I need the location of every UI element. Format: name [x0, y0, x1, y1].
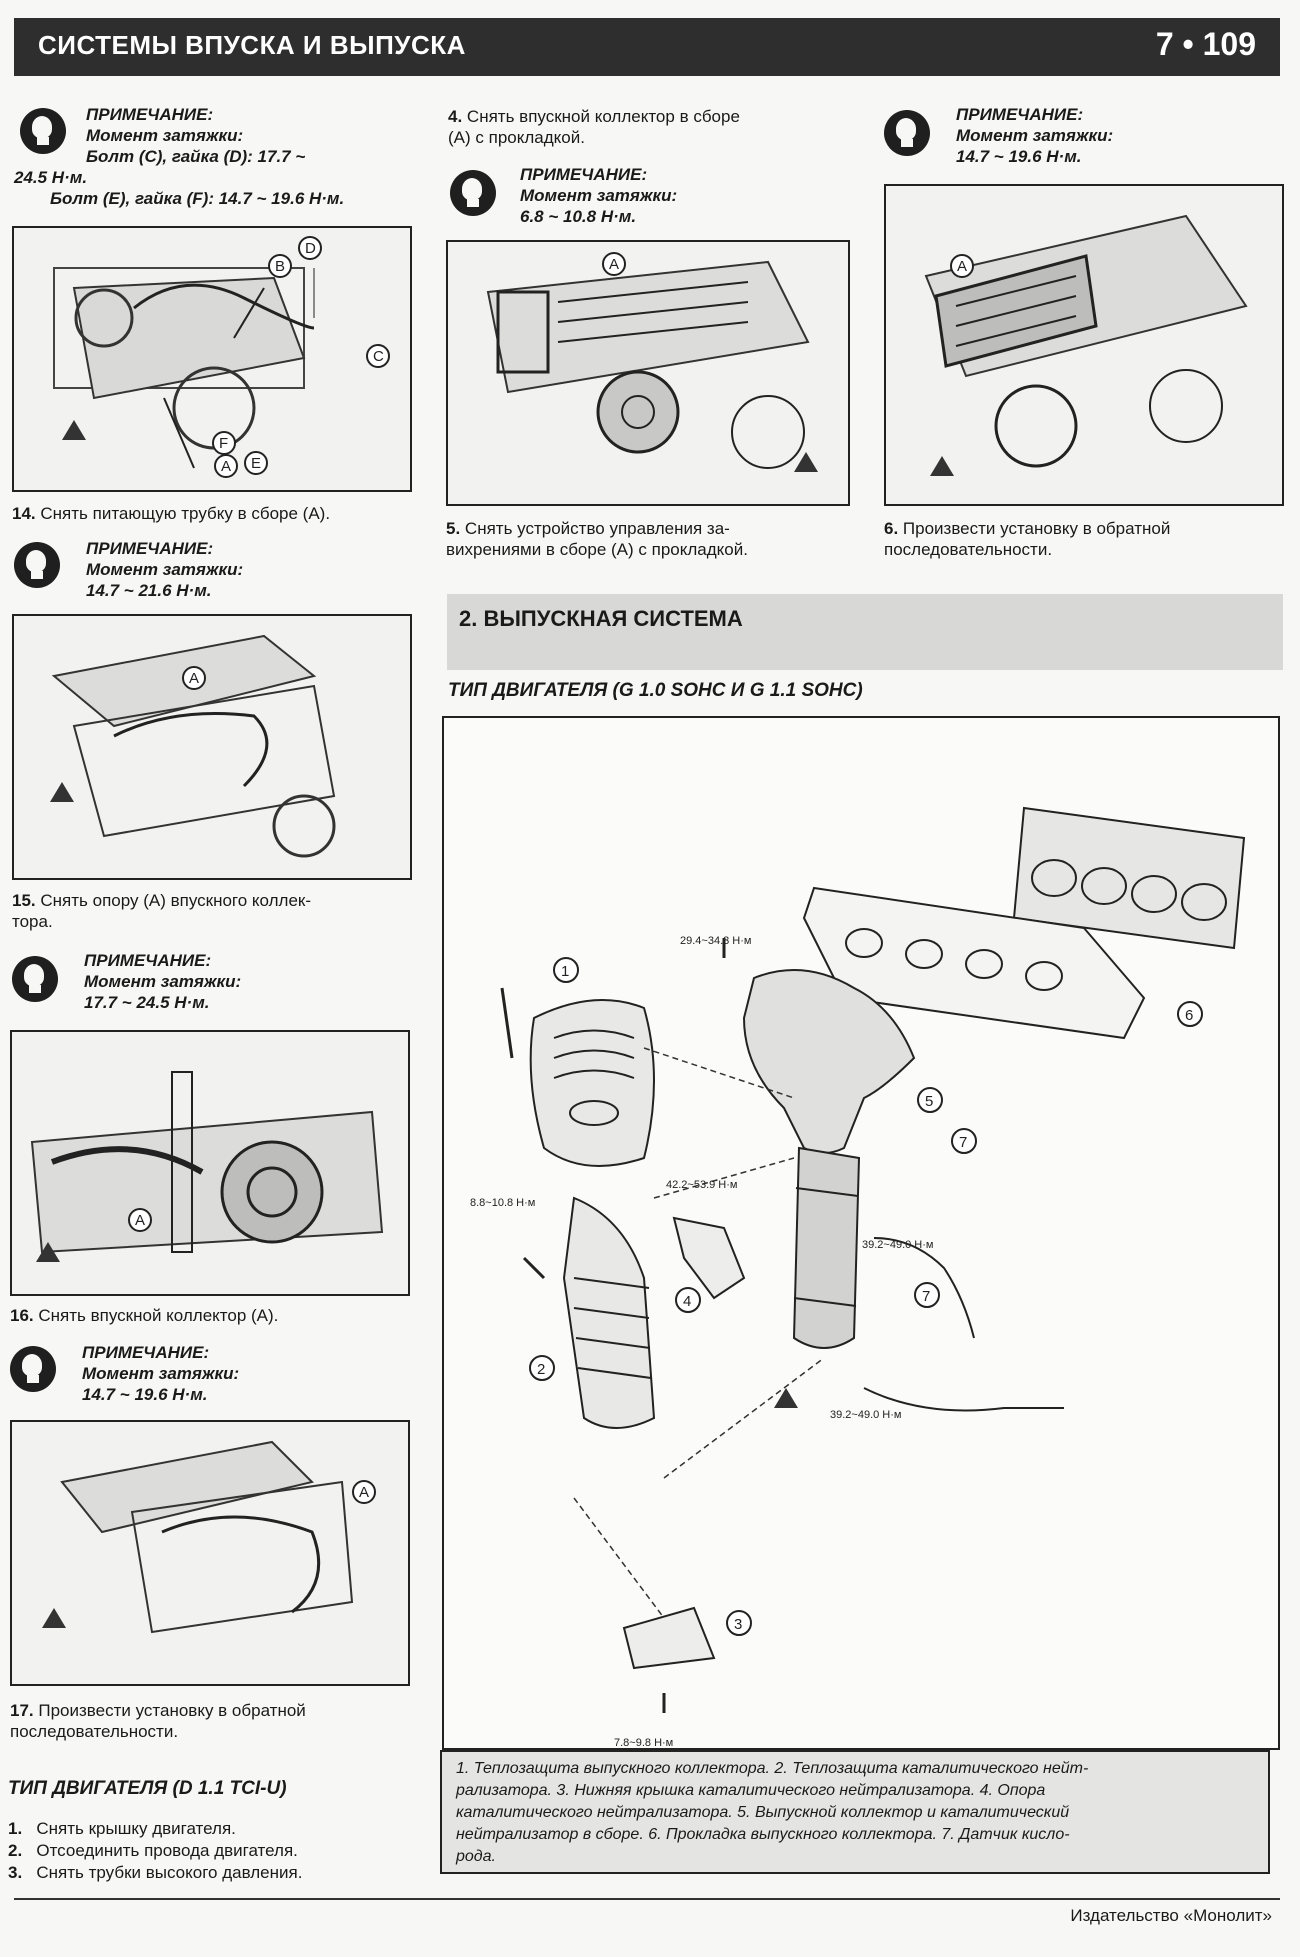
footer-divider [14, 1898, 1280, 1900]
note-left-1: ПРИМЕЧАНИЕ: Момент затяжки: Болт (С), га… [86, 105, 306, 166]
svg-text:1: 1 [561, 963, 569, 980]
svg-text:39.2~49.0 Н·м: 39.2~49.0 Н·м [862, 1239, 933, 1251]
svg-text:D: D [305, 240, 316, 257]
figure-reinstall-right: A [884, 184, 1284, 506]
bulb-icon [20, 108, 66, 154]
manifold-heat-shield [529, 999, 655, 1167]
note-left-1-cont: 24.5 Н·м. [14, 168, 88, 187]
figure-reinstall: A [10, 1420, 410, 1686]
svg-text:42.2~53.9 Н·м: 42.2~53.9 Н·м [666, 1179, 737, 1191]
page-number: 7 • 109 [1155, 26, 1256, 62]
svg-text:A: A [135, 1212, 145, 1229]
engine-type-d11: ТИП ДВИГАТЕЛЯ (D 1.1 TCI-U) [8, 1778, 287, 1799]
step-4: 4. Снять впускной коллектор в сборе (А) … [448, 107, 740, 147]
svg-text:5: 5 [925, 1093, 933, 1110]
step-6: 6. Произвести установку в обратной после… [884, 519, 1171, 559]
svg-text:39.2~49.0 Н·м: 39.2~49.0 Н·м [830, 1409, 901, 1421]
bulb-icon [10, 1346, 56, 1392]
note-middle: ПРИМЕЧАНИЕ: Момент затяжки: 6.8 ~ 10.8 Н… [520, 165, 678, 226]
svg-text:A: A [221, 458, 231, 475]
step-14: 14. Снять питающую трубку в сборе (А). [12, 504, 331, 523]
svg-text:4: 4 [683, 1293, 691, 1310]
oxygen-sensor-upper [873, 1237, 975, 1339]
bulb-icon [14, 542, 60, 588]
step-17: 17. Произвести установку в обратной посл… [10, 1701, 306, 1741]
svg-text:7: 7 [922, 1288, 930, 1305]
oxygen-sensor-lower [863, 1387, 1064, 1412]
svg-text:A: A [957, 258, 967, 275]
figure-swirl-device: A [446, 240, 850, 506]
svg-text:A: A [609, 256, 619, 273]
diagram-legend: 1. Теплозащита выпускного коллектора. 2.… [440, 1750, 1270, 1874]
manifold-gasket [802, 886, 1146, 1040]
svg-text:7: 7 [959, 1134, 967, 1151]
note-left-1-bolt-e: Болт (Е), гайка (F): 14.7 ~ 19.6 Н·м. [50, 189, 345, 208]
list-item: 1. Снять крышку двигателя. [8, 1819, 236, 1838]
engine-type-g: ТИП ДВИГАТЕЛЯ (G 1.0 SOHC И G 1.1 SOHC) [448, 680, 863, 701]
bulb-icon [12, 956, 58, 1002]
svg-text:A: A [359, 1484, 369, 1501]
bulb-icon [884, 110, 930, 156]
svg-text:7.8~9.8 Н·м: 7.8~9.8 Н·м [614, 1737, 673, 1748]
svg-text:B: B [275, 258, 285, 275]
svg-text:6: 6 [1185, 1007, 1193, 1024]
svg-text:C: C [373, 348, 384, 365]
svg-text:29.4~34.3 Н·м: 29.4~34.3 Н·м [680, 935, 751, 947]
bulb-icon [450, 170, 496, 216]
list-item: 3. Снять трубки высокого давления. [8, 1863, 303, 1882]
step-5: 5. Снять устройство управления за- вихре… [446, 519, 748, 559]
step-16: 16. Снять впускной коллектор (А). [10, 1306, 279, 1325]
svg-text:2: 2 [537, 1361, 545, 1378]
note-right: ПРИМЕЧАНИЕ: Момент затяжки: 14.7 ~ 19.6 … [956, 105, 1114, 166]
note-left-4: ПРИМЕЧАНИЕ: Момент затяжки: 14.7 ~ 19.6 … [82, 1343, 240, 1404]
note-left-2: ПРИМЕЧАНИЕ: Момент затяжки: 14.7 ~ 21.6 … [86, 539, 244, 600]
svg-text:8.8~10.8 Н·м: 8.8~10.8 Н·м [470, 1197, 535, 1209]
converter-support [672, 1216, 746, 1300]
exhaust-manifold [742, 969, 916, 1154]
svg-text:E: E [251, 455, 261, 472]
catalytic-converter [792, 1146, 861, 1349]
step-15: 15. Снять опору (А) впускного коллек- то… [12, 891, 312, 931]
page-header: СИСТЕМЫ ВПУСКА И ВЫПУСКА 7 • 109 [14, 18, 1280, 76]
note-left-3: ПРИМЕЧАНИЕ: Момент затяжки: 17.7 ~ 24.5 … [84, 951, 242, 1012]
header-title: СИСТЕМЫ ВПУСКА И ВЫПУСКА [38, 30, 466, 60]
exhaust-system-diagram: 1 2 3 4 5 6 7 7 29.4~34.3 Н·м 8.8~10.8 Н… [442, 716, 1280, 1750]
svg-text:3: 3 [734, 1616, 742, 1633]
section-heading: 2. ВЫПУСКНАЯ СИСТЕМА [447, 594, 1283, 670]
svg-text:A: A [189, 670, 199, 687]
figure-manifold-support: A [12, 614, 412, 880]
step-list: 1. Снять крышку двигателя. 2. Отсоединит… [8, 1818, 302, 1884]
list-item: 2. Отсоединить провода двигателя. [8, 1841, 298, 1860]
publisher: Издательство «Монолит» [1070, 1906, 1272, 1925]
converter-lower-cover [622, 1606, 716, 1670]
svg-text:F: F [219, 435, 228, 452]
figure-feed-tube: D B C A E F [12, 226, 412, 492]
figure-intake-manifold: A [10, 1030, 410, 1296]
